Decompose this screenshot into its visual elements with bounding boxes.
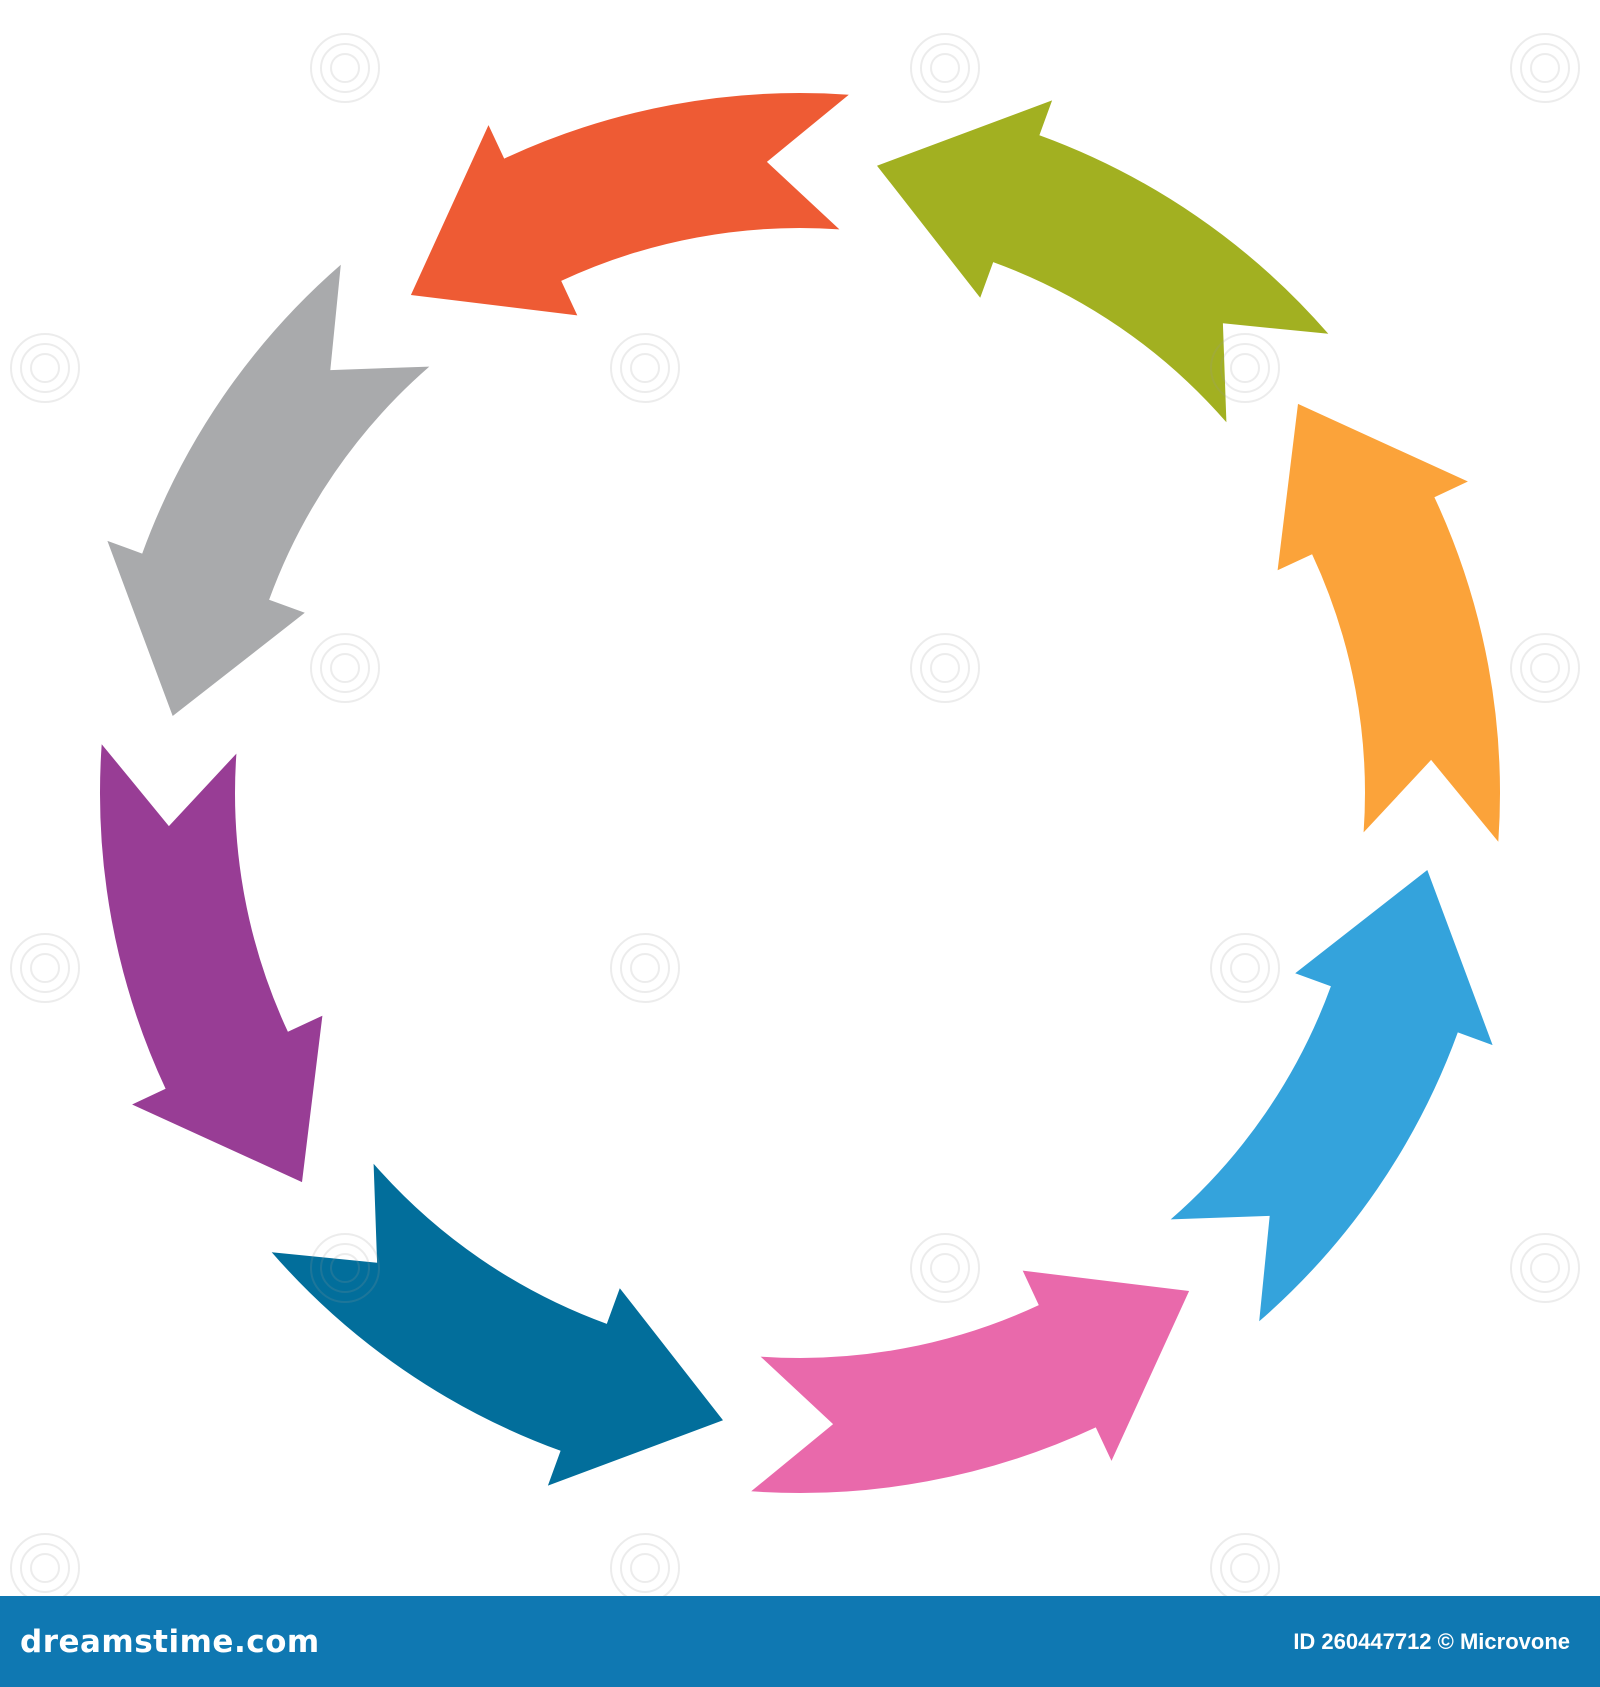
watermark-spiral-icon xyxy=(310,633,380,703)
watermark-spiral-icon xyxy=(910,1233,980,1303)
footer-bar: dreamstime.com ID 260447712 © Microvone xyxy=(0,1596,1600,1687)
watermark-spiral-icon xyxy=(910,33,980,103)
cycle-arrow-orange xyxy=(1277,403,1500,842)
watermark-spiral-icon xyxy=(1510,1233,1580,1303)
watermark-spiral-icon xyxy=(610,1533,680,1596)
watermark-spiral-icon xyxy=(310,33,380,103)
cycle-arrow-purple xyxy=(100,744,323,1183)
cycle-arrow-pink xyxy=(751,1270,1190,1493)
watermark-spiral-icon xyxy=(1510,33,1580,103)
cycle-diagram xyxy=(10,33,1580,1596)
watermark-spiral-icon xyxy=(10,1533,80,1596)
watermark-spiral-icon xyxy=(10,333,80,403)
cycle-arrow-teal-blue xyxy=(271,1163,723,1486)
watermark-spiral-icon xyxy=(610,333,680,403)
brand-logo-text: dreamstime.com xyxy=(20,1623,320,1660)
watermark-spiral-icon xyxy=(610,933,680,1003)
watermark-spiral-icon xyxy=(910,633,980,703)
image-credit: ID 260447712 © Microvone xyxy=(1293,1628,1570,1654)
watermark-spiral-icon xyxy=(1210,933,1280,1003)
cycle-arrow-olive-green xyxy=(877,100,1329,423)
watermark-spiral-icon xyxy=(1210,1533,1280,1596)
cycle-arrow-gray xyxy=(107,264,430,716)
cycle-arrow-sky-blue xyxy=(1170,870,1493,1322)
watermark-spiral-icon xyxy=(310,1233,380,1303)
cycle-arrows-canvas xyxy=(10,33,1580,1596)
watermark-spiral-icon xyxy=(10,933,80,1003)
watermark-spiral-icon xyxy=(1510,633,1580,703)
watermark-spiral-icon xyxy=(1210,333,1280,403)
cycle-arrow-orange-red xyxy=(410,93,849,316)
